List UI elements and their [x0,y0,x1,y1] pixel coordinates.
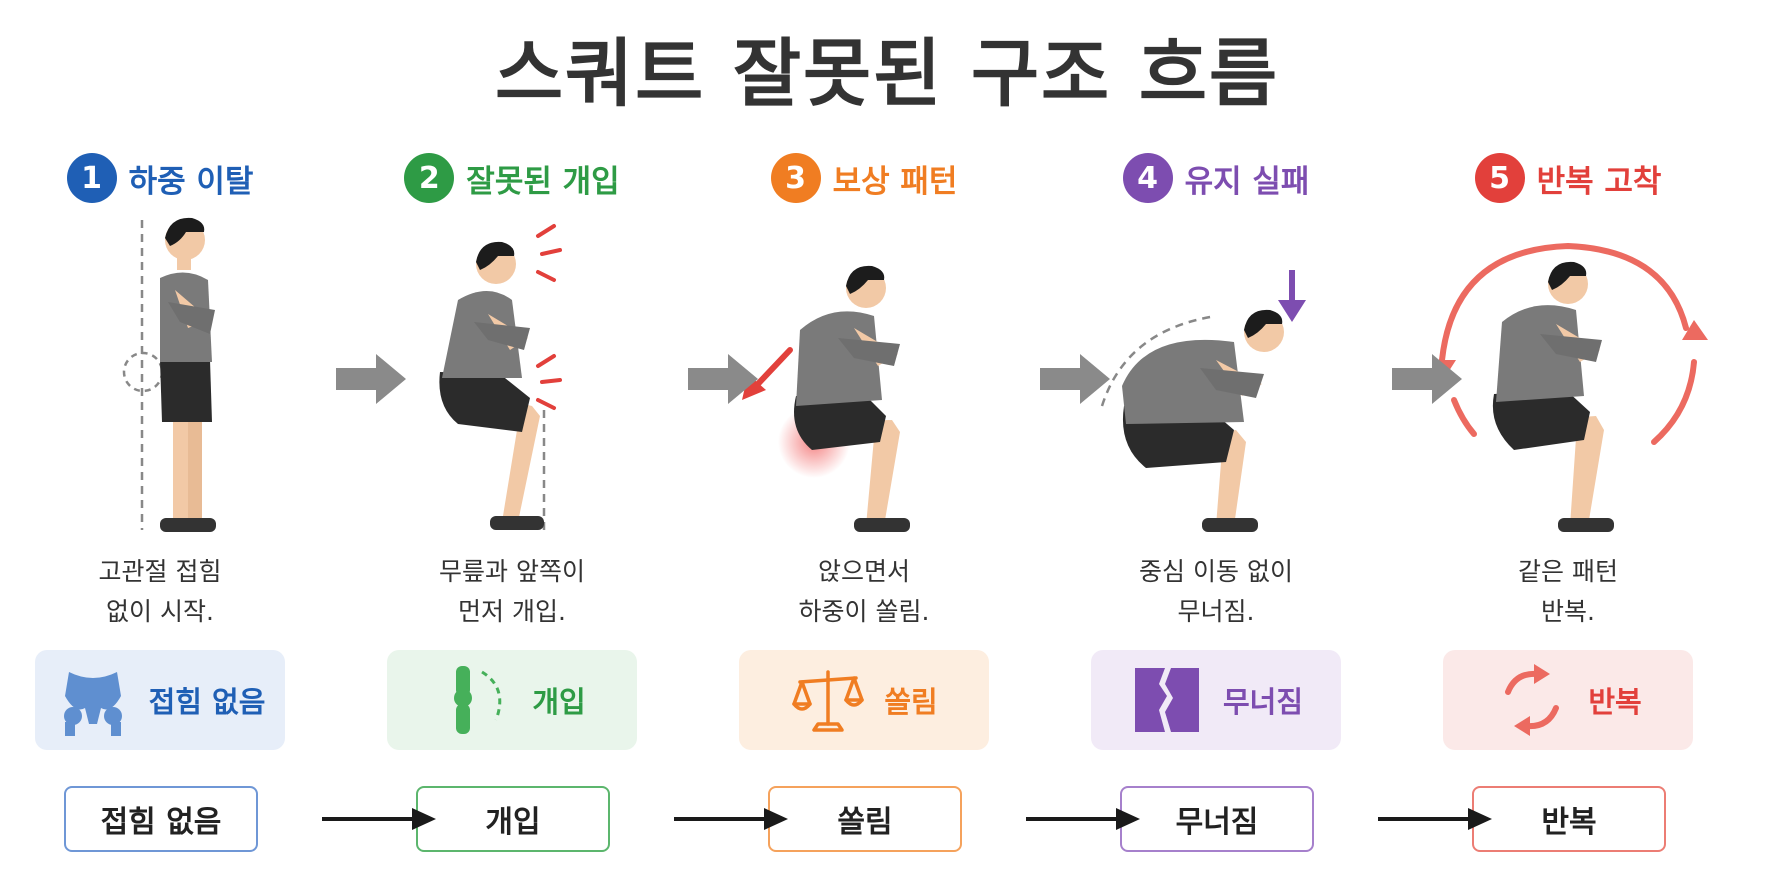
step-5-number-badge: 5 [1474,153,1525,203]
step-4-number-badge: 4 [1122,153,1173,203]
step-1-desc-line-2: 없이 시작. [106,597,214,626]
step-5-header: 5 반복 고착 [1418,152,1718,204]
step-3-number-badge: 3 [770,153,821,203]
step-5-desc-line-2: 반복. [1541,597,1595,626]
step-5-label: 반복 고착 [1536,163,1662,200]
step-3-flow-box: 쏠림 [768,786,962,852]
step-5-summary-card: 반복 [1443,650,1693,750]
step-4-header: 4 유지 실패 [1066,152,1366,204]
step-3-label: 보상 패턴 [832,163,958,200]
step-1-label: 하중 이탈 [128,163,254,200]
step-4-card-label: 무너짐 [1222,685,1304,719]
step-3-desc-line-1: 앉으면서 [817,557,910,586]
step-4-description: 중심 이동 없이 무너짐. [1066,552,1366,632]
knee-first-squat-illustration [439,224,562,530]
standing-figure-illustration [122,217,216,532]
weight-shift-squat-illustration [742,265,910,532]
step-2-summary-card: 개입 [387,650,637,750]
step-4-summary-card: 무너짐 [1091,650,1341,750]
page-title: 스쿼트 잘못된 구조 흐름 [494,31,1280,117]
step-4-flow-box: 무너짐 [1120,786,1314,852]
step-2-label: 잘못된 개입 [466,163,620,200]
repeat-squat-illustration [1432,242,1708,532]
step-1-column: 1 하중 이탈 고관절 접힘 없이 시작. 접힘 없음 접힘 [10,0,310,887]
step-3-desc-line-2: 하중이 쏠림. [798,597,930,626]
step-2-header: 2 잘못된 개입 [362,152,662,204]
step-2-number-badge: 2 [404,153,455,203]
step-arrow-1 [336,354,406,404]
balance-scale-icon [792,670,865,732]
step-5-desc-line-1: 같은 패턴 [1518,557,1618,586]
step-2-card-label: 개입 [532,685,586,719]
step-arrow-3 [1040,354,1110,404]
knee-joint-icon [454,666,502,734]
step-5-flow-box: 반복 [1472,786,1666,852]
step-1-number-badge: 1 [66,153,117,203]
step-2-flow-box: 개입 [416,786,610,852]
flow-arrow-3 [1026,808,1140,830]
step-2-column: 2 잘못된 개입 무릎과 앞쪽이 먼저 개입. [362,0,662,887]
step-5-description: 같은 패턴 반복. [1418,552,1718,632]
flow-arrow-1 [322,808,436,830]
collapse-squat-illustration [1100,270,1306,532]
step-4-column: 4 유지 실패 중심 이동 없이 무너짐. 무너짐 무너짐 [1066,0,1366,887]
flow-arrow-4 [1378,808,1492,830]
step-2-desc-line-1: 무릎과 앞쪽이 [439,557,585,586]
step-3-column: 3 보상 패턴 앉으면서 하중이 쏠림. [714,0,1014,887]
repeat-cycle-icon [1505,664,1560,736]
broken-block-icon [1134,668,1199,732]
step-1-desc-line-1: 고관절 접힘 [98,557,222,586]
step-4-desc-line-2: 무너짐. [1177,597,1255,626]
step-3-description: 앉으면서 하중이 쏠림. [714,552,1014,632]
step-1-flow-box: 접힘 없음 [64,786,258,852]
step-4-label: 유지 실패 [1184,163,1310,200]
step-3-card-label: 쏠림 [884,685,938,719]
step-2-description: 무릎과 앞쪽이 먼저 개입. [362,552,662,632]
flow-arrow-2 [674,808,788,830]
step-5-card-label: 반복 [1588,685,1642,719]
step-arrow-4 [1392,354,1462,404]
pelvis-icon [63,672,122,736]
step-1-description: 고관절 접힘 없이 시작. [10,552,310,632]
step-arrow-2 [688,354,758,404]
step-1-header: 1 하중 이탈 [10,152,310,204]
step-3-header: 3 보상 패턴 [714,152,1014,204]
step-2-desc-line-2: 먼저 개입. [458,597,566,626]
step-1-summary-card: 접힘 없음 [35,650,285,750]
step-3-summary-card: 쏠림 [739,650,989,750]
step-4-desc-line-1: 중심 이동 없이 [1139,557,1293,586]
step-5-column: 5 반복 고착 같은 패턴 반복. [1418,0,1718,887]
step-1-card-label: 접힘 없음 [148,685,266,719]
